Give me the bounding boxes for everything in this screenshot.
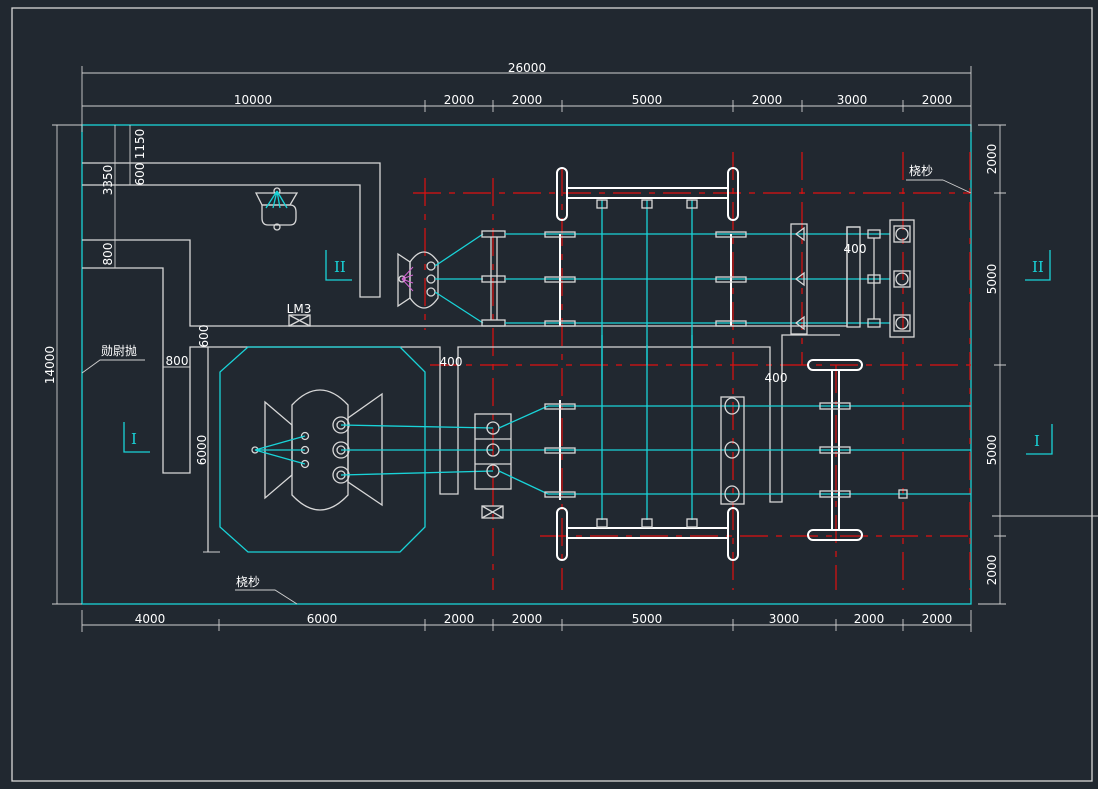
section-marks: II II I I [123,250,1053,455]
dim-left-inner: 3350 [101,165,115,196]
dim-top: 3000 [837,93,868,107]
dim-6000: 6000 [195,435,209,466]
dim-top: 2000 [922,93,953,107]
dimension-labels: 26000 10000 2000 2000 5000 2000 3000 200… [43,61,999,626]
label-left-area: 勋尉抛 [101,343,137,358]
dimension-lines [52,66,1006,632]
dim-right: 5000 [985,435,999,466]
station-transformer [254,187,299,231]
dim-total-top: 26000 [508,61,546,75]
dim-800: 800 [166,354,189,368]
switch-cabinet [474,405,549,519]
dim-left-total: 14000 [43,346,57,384]
main-transformer [251,389,494,511]
axis-lines [413,152,971,590]
label-road-top: 桡杪 [909,163,933,178]
dim-right: 5000 [985,264,999,295]
dim-left-inner: 800 [101,243,115,266]
drawing-frame [11,7,1093,782]
dim-400: 400 [440,355,463,369]
dim-left-inner: 1150 [133,129,147,160]
dim-400: 400 [765,371,788,385]
dim-bottom: 4000 [135,612,166,626]
dim-600: 600 [197,325,211,348]
lower-switchyard [544,335,971,561]
dim-bottom: 3000 [769,612,800,626]
dim-bottom: 6000 [307,612,338,626]
dim-left-inner: 600 [133,163,147,186]
section-mark-ii: II [334,258,346,276]
dim-top: 2000 [444,93,475,107]
dim-top: 2000 [512,93,543,107]
dim-bottom: 2000 [512,612,543,626]
label-road-bottom: 桡杪 [236,574,260,589]
dim-top: 10000 [234,93,272,107]
upper-transformer [397,233,484,324]
dim-bottom: 2000 [444,612,475,626]
section-mark-ii: II [1032,258,1044,276]
section-mark-i: I [1034,432,1040,450]
label-lm3: LM3 [287,302,312,316]
dim-400: 400 [844,242,867,256]
dim-top: 2000 [752,93,783,107]
dim-bottom: 2000 [854,612,885,626]
dim-bottom: 5000 [632,612,663,626]
section-mark-i: I [131,430,137,448]
dim-right: 2000 [985,555,999,586]
dim-right: 2000 [985,144,999,175]
upper-switchyard [481,167,915,380]
dim-bottom: 2000 [922,612,953,626]
dim-top: 5000 [632,93,663,107]
transformer-enclosure [219,346,426,553]
lm3-box [288,314,311,327]
